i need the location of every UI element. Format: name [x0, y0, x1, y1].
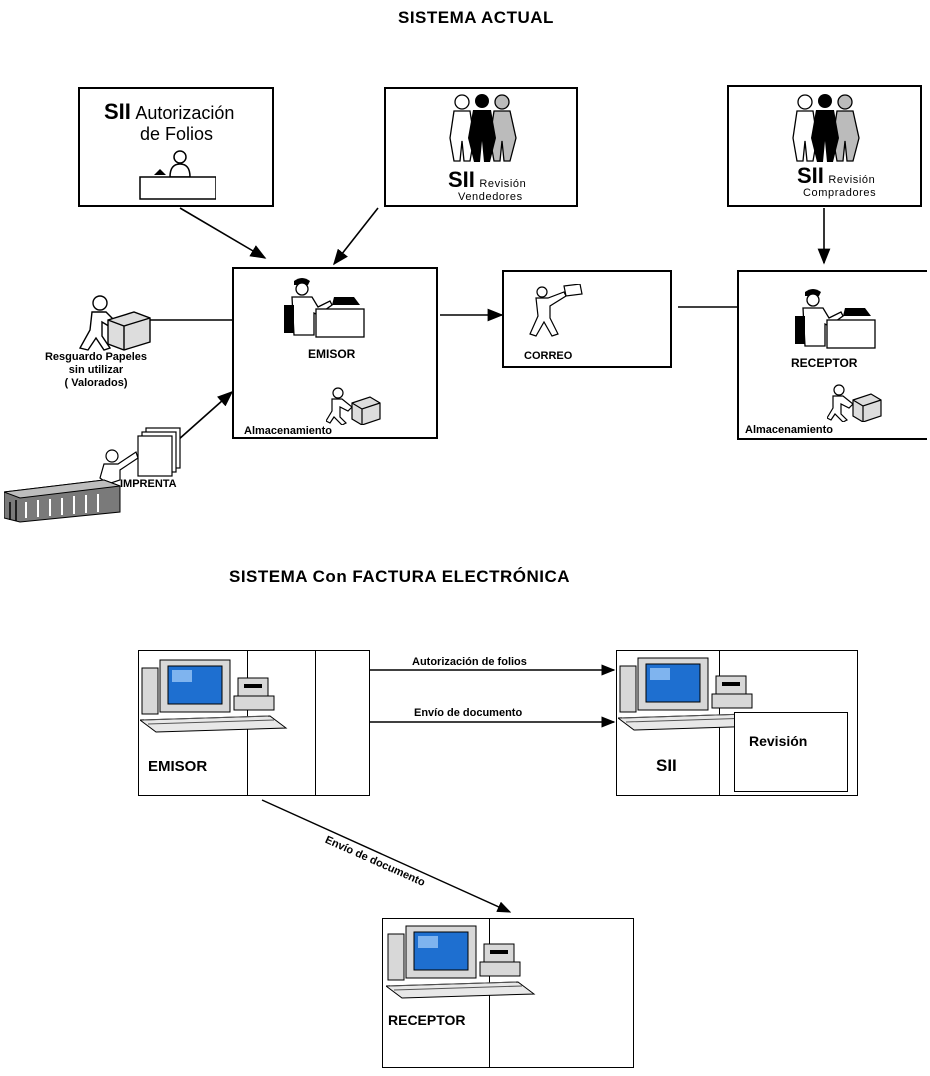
- receptor-workstation: RECEPTOR: [382, 918, 634, 1068]
- sii-buyers-sii: SII: [797, 163, 824, 188]
- emisor-workstation: EMISOR: [138, 650, 370, 796]
- people-group-icon: [792, 94, 860, 162]
- emisor-storage-label: Almacenamiento: [244, 425, 333, 437]
- sii-sellers-sii: SII: [448, 167, 475, 192]
- sii-sellers-sub2: Vendedores: [458, 191, 523, 203]
- revision-label: Revisión: [749, 733, 808, 749]
- sii-sellers-box: SII Revisión Vendedores: [384, 87, 578, 207]
- receptor-box: RECEPTOR Almacenamiento: [737, 270, 927, 440]
- emisor-label: EMISOR: [308, 347, 356, 361]
- clerk-computer-icon: [795, 289, 876, 349]
- arrow-imprenta-to-emisor: [177, 390, 234, 441]
- clerk-computer-icon: [284, 278, 365, 338]
- arrow-auth-to-emisor: [179, 207, 267, 259]
- resguardo-line2: sin utilizar: [68, 364, 124, 376]
- people-group-icon: [449, 94, 517, 162]
- computer-icon: [618, 657, 766, 731]
- edge-label-envio-sii: Envío de documento: [414, 707, 523, 719]
- imprenta-label: IMPRENTA: [120, 478, 177, 490]
- sii-auth-box: SII Autorización de Folios: [78, 87, 274, 207]
- title-electronic-system: SISTEMA Con FACTURA ELECTRÓNICA: [229, 567, 571, 586]
- e-emisor-label: EMISOR: [148, 758, 208, 775]
- edge-label-folios: Autorización de folios: [412, 656, 527, 668]
- e-receptor-label: RECEPTOR: [388, 1012, 466, 1028]
- correo-box: CORREO: [502, 270, 672, 368]
- clerk-desk-icon: [139, 150, 216, 200]
- sii-auth-line2: de Folios: [140, 124, 214, 144]
- e-sii-label: SII: [656, 756, 677, 775]
- receptor-storage-label: Almacenamiento: [745, 424, 834, 436]
- receptor-label: RECEPTOR: [791, 356, 858, 370]
- revision-panel: Revisión: [734, 712, 848, 792]
- resguardo-line3: ( Valorados): [64, 377, 128, 389]
- worker-box-icon: [326, 387, 381, 425]
- title-current-system: SISTEMA ACTUAL: [398, 8, 554, 27]
- resguardo-line1: Resguardo Papeles: [44, 351, 148, 363]
- worker-box-icon: [827, 384, 882, 422]
- resguardo-label: Resguardo Papeles sin utilizar ( Valorad…: [26, 351, 166, 390]
- computer-icon: [140, 659, 288, 733]
- sii-buyers-box: SII Revisión Compradores: [727, 85, 922, 207]
- sii-buyers-sub2: Compradores: [803, 187, 877, 199]
- correo-label: CORREO: [524, 350, 573, 362]
- worker-box-icon: [78, 295, 151, 351]
- cabinet-right: [316, 650, 370, 796]
- sii-sellers-sub1: Revisión: [479, 178, 527, 190]
- mail-carrier-icon: [529, 284, 583, 337]
- computer-icon: [386, 925, 536, 999]
- sii-auth-line1: Autorización: [135, 103, 235, 123]
- sii-workstation: Revisión SII: [616, 650, 858, 796]
- emisor-box: EMISOR Almacenamiento: [232, 267, 438, 439]
- sii-buyers-sub1: Revisión: [828, 174, 876, 186]
- arrow-sellers-to-emisor: [333, 207, 379, 266]
- printing-factory-icon: [4, 427, 181, 523]
- arrow-envio-to-receptor: [261, 799, 512, 913]
- sii-auth-sii: SII: [104, 99, 131, 124]
